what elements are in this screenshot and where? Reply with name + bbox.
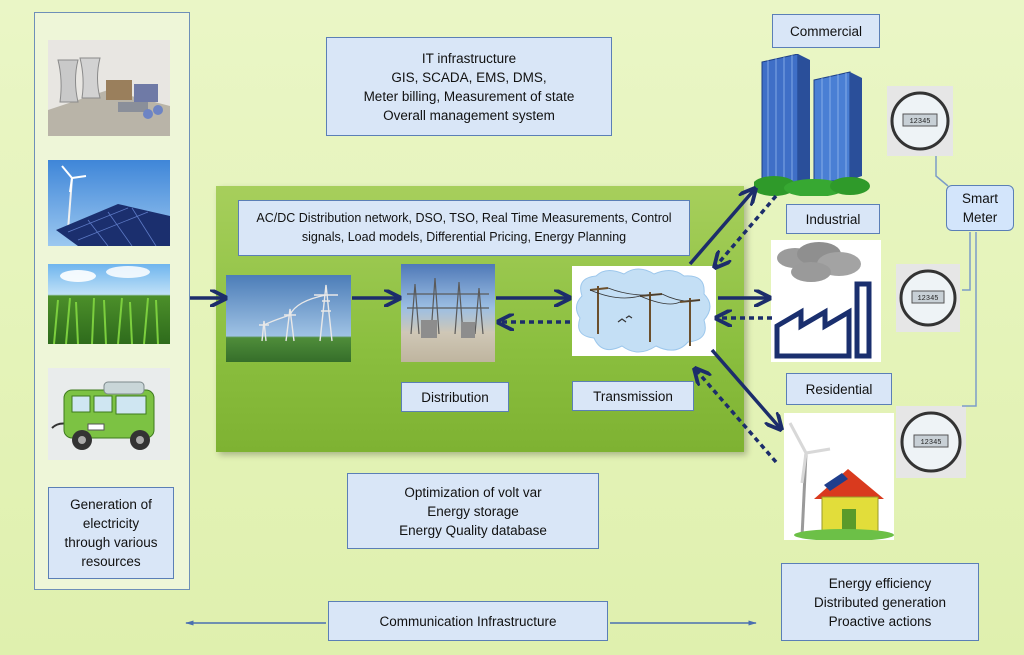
residential-label: Residential — [786, 373, 892, 405]
grid-desc-line-2: signals, Load models, Differential Prici… — [301, 230, 627, 244]
transmission-text: Transmission — [593, 388, 673, 404]
factory-image — [771, 240, 881, 362]
crop-field-image — [48, 264, 170, 344]
smart-meter-2-image: 12345 — [896, 264, 960, 332]
generation-line-3: through various — [64, 535, 158, 550]
arrow-from-residential — [696, 370, 778, 464]
it-line-2: GIS, SCADA, EMS, DMS, — [391, 69, 547, 85]
generation-line-4: resources — [81, 554, 141, 569]
meter-3-reading: 12345 — [920, 439, 941, 447]
smart-meter-text-2: Meter — [962, 210, 998, 225]
optimization-line-2: Energy storage — [427, 503, 519, 519]
energy-line-1: Energy efficiency — [828, 575, 932, 591]
meter-1-reading: 12345 — [909, 118, 930, 126]
energy-efficiency-box: Energy efficiency Distributed generation… — [781, 563, 979, 641]
arrow-to-residential — [710, 348, 780, 428]
arrow-to-commercial — [688, 190, 754, 266]
distribution-text: Distribution — [421, 389, 489, 405]
transmission-lines-cloud-image — [572, 266, 716, 356]
residential-house-image — [784, 413, 894, 540]
smart-meter-label: Smart Meter — [946, 185, 1014, 231]
industrial-label: Industrial — [786, 204, 880, 234]
it-line-1: IT infrastructure — [421, 50, 517, 66]
communication-text: Communication Infrastructure — [379, 613, 557, 629]
industrial-text: Industrial — [805, 211, 861, 227]
grid-description-box: AC/DC Distribution network, DSO, TSO, Re… — [238, 200, 690, 256]
smart-meter-3-image: 12345 — [896, 406, 966, 478]
generation-line-2: electricity — [82, 516, 140, 531]
smart-meter-1-image: 12345 — [887, 86, 953, 156]
residential-text: Residential — [805, 381, 873, 397]
optimization-line-3: Energy Quality database — [399, 522, 547, 538]
power-plant-image — [48, 40, 170, 136]
optimization-box: Optimization of volt var Energy storage … — [347, 473, 599, 549]
energy-line-3: Proactive actions — [828, 613, 932, 629]
generation-label-box: Generation of electricity through variou… — [48, 487, 174, 579]
it-infrastructure-box: IT infrastructure GIS, SCADA, EMS, DMS, … — [326, 37, 612, 136]
commercial-buildings-image — [754, 54, 870, 196]
commercial-text: Commercial — [789, 23, 862, 39]
meter-2-reading: 12345 — [917, 295, 938, 303]
electric-car-image — [48, 368, 170, 460]
arrow-from-commercial — [716, 194, 778, 266]
communication-infrastructure-box: Communication Infrastructure — [328, 601, 608, 641]
distribution-label: Distribution — [401, 382, 509, 412]
it-line-3: Meter billing, Measurement of state — [363, 88, 575, 104]
optimization-line-1: Optimization of volt var — [404, 484, 542, 500]
transmission-towers-image — [226, 275, 351, 362]
energy-line-2: Distributed generation — [813, 594, 947, 610]
generation-line-1: Generation of — [70, 497, 152, 512]
commercial-label: Commercial — [772, 14, 880, 48]
transmission-label: Transmission — [572, 381, 694, 411]
wind-solar-image — [48, 160, 170, 246]
substation-image — [401, 264, 495, 362]
it-line-4: Overall management system — [383, 107, 555, 123]
smart-meter-text-1: Smart — [961, 191, 998, 206]
grid-desc-line-1: AC/DC Distribution network, DSO, TSO, Re… — [256, 211, 672, 225]
